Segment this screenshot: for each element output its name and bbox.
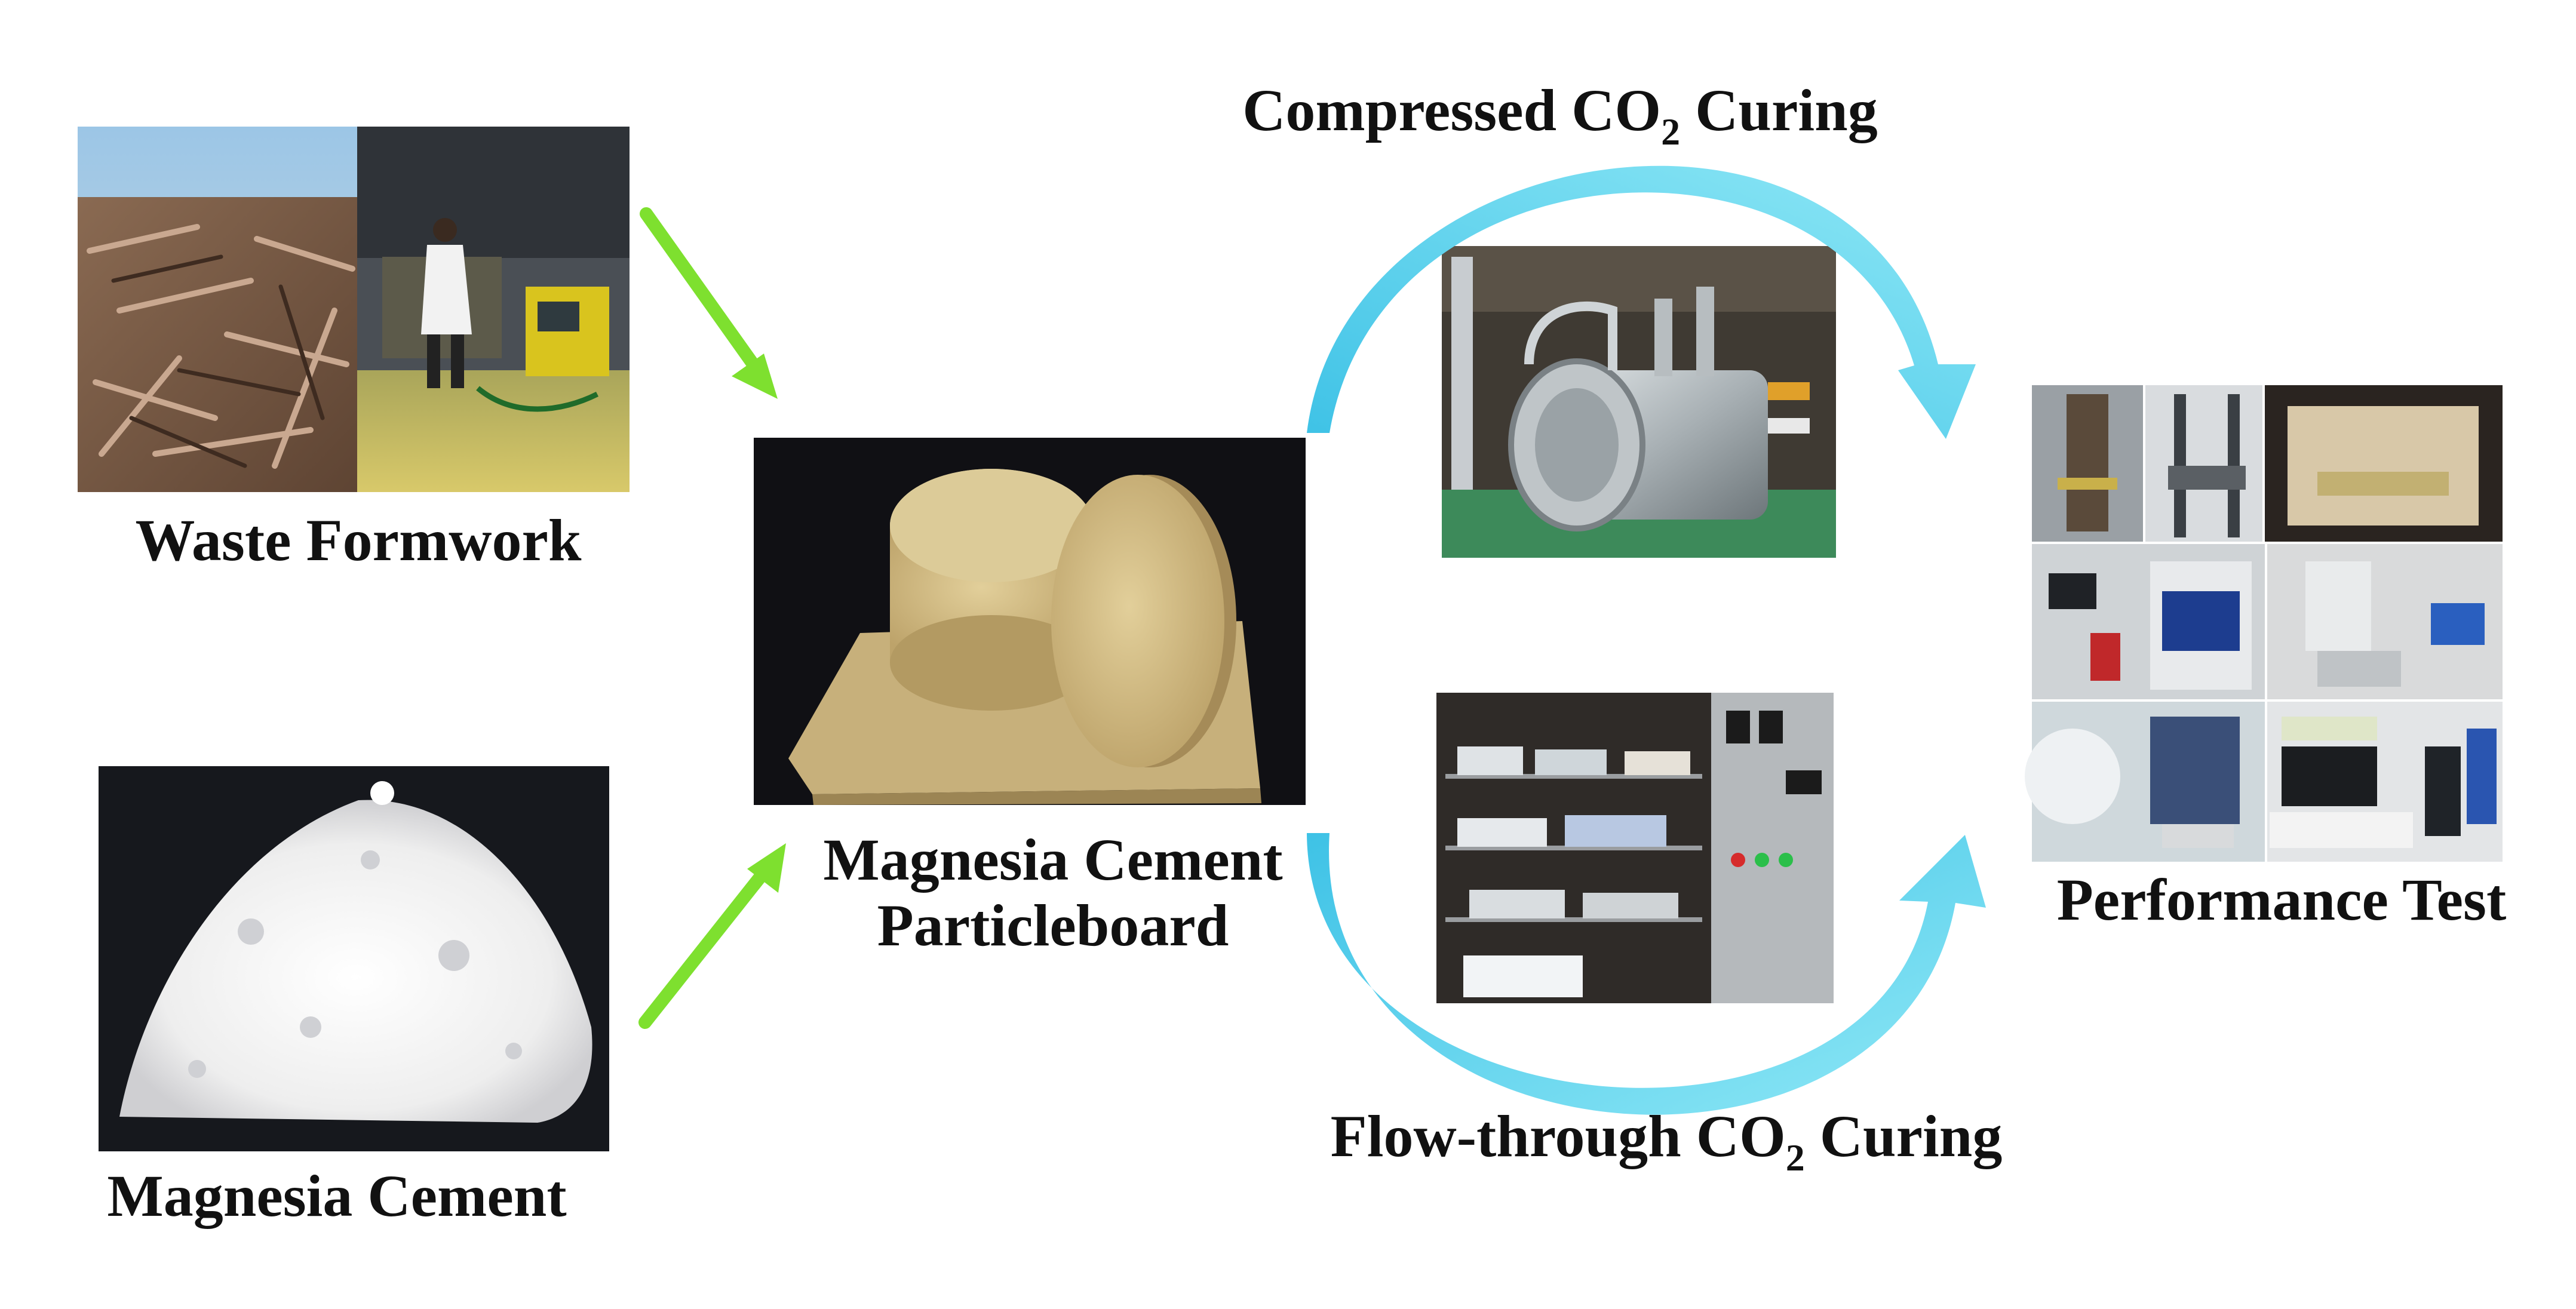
curing-chamber-photo (1436, 693, 1834, 1003)
compressed-curing-label: Compressed CO2 Curing (1242, 77, 1878, 153)
lab-worker-photo (357, 127, 630, 492)
flow-through-curing-label: Flow-through CO2 Curing (1331, 1103, 2003, 1179)
magnesia-powder-photo (99, 766, 609, 1151)
waste-formwork-photo (78, 127, 630, 492)
arrow-waste-to-board (640, 207, 778, 399)
flow-through-curing-suffix: Curing (1805, 1103, 2003, 1169)
performance-test-label: Performance Test (2057, 866, 2507, 933)
particleboard-sample-photo (754, 438, 1306, 805)
waste-wood-photo (78, 127, 357, 492)
particleboard-label-line2: Particleboard (877, 892, 1229, 958)
arrow-compressed-curing (1307, 165, 1976, 439)
compressed-curing-prefix: Compressed CO (1242, 77, 1661, 143)
flow-through-curing-prefix: Flow-through CO (1331, 1103, 1786, 1169)
flow-through-curing-subscript: 2 (1786, 1136, 1805, 1179)
test-equipment-collage (2025, 384, 2504, 863)
compressed-curing-subscript: 2 (1661, 110, 1680, 153)
particleboard-label-line1: Magnesia Cement (823, 826, 1282, 893)
magnesia-cement-label: Magnesia Cement (107, 1163, 566, 1229)
waste-formwork-label: Waste Formwork (135, 507, 581, 573)
compressed-curing-suffix: Curing (1680, 77, 1878, 143)
pressure-vessel-photo (1442, 246, 1836, 558)
arrow-cement-to-board (638, 843, 786, 1029)
